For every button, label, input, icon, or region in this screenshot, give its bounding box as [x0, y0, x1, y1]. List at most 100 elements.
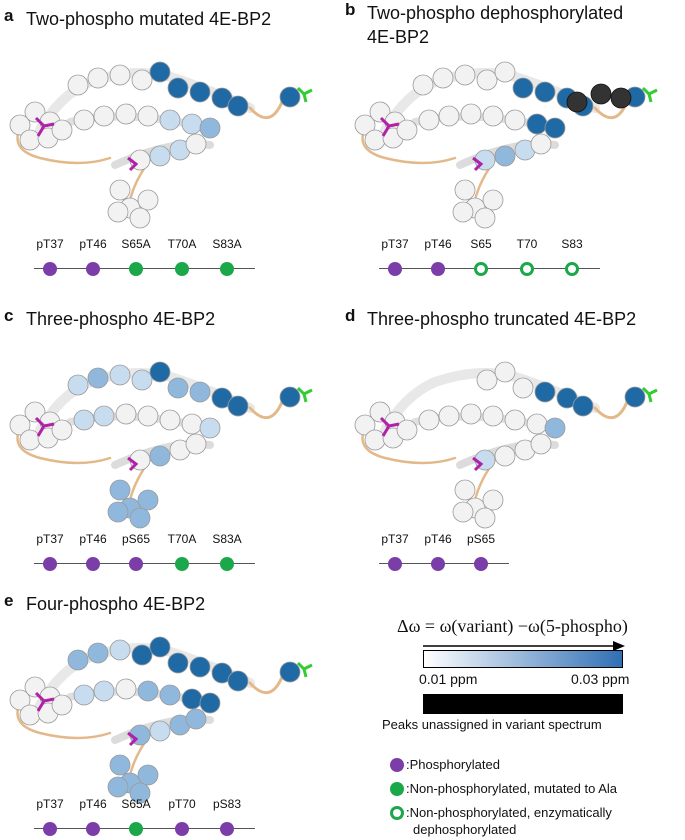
- residue-sphere: [167, 652, 189, 674]
- side-chain-stick: [34, 691, 55, 712]
- side-chain-stick: [127, 731, 139, 747]
- residue-sphere: [354, 114, 376, 136]
- residue-sphere: [438, 405, 460, 427]
- legend-dephosphorylated-label-1: :Non-phosphorylated, enzymatically: [406, 805, 612, 820]
- site-dot-phos: [43, 822, 57, 836]
- site-dot-phos: [388, 557, 402, 571]
- site-dot-phos: [43, 262, 57, 276]
- residue-sphere: [482, 189, 504, 211]
- residue-sphere: [149, 636, 171, 658]
- residue-sphere: [504, 409, 526, 431]
- residue-sphere: [51, 119, 73, 141]
- residue-sphere: [189, 81, 211, 103]
- site-label: pT37: [381, 237, 409, 251]
- backbone-ribbon: [16, 426, 112, 465]
- protein-structure: [9, 361, 313, 529]
- residue-sphere: [87, 367, 109, 389]
- protein-structure: [9, 636, 313, 804]
- site-dot-deph: [474, 262, 488, 276]
- residue-sphere: [159, 109, 181, 131]
- residue-sphere: [482, 489, 504, 511]
- legend: Δω = ω(variant) −ω(5-phospho) 0.01 ppm 0…: [345, 600, 685, 839]
- side-chain-stick: [472, 456, 484, 472]
- legend-phosphorylated-label: :Phosphorylated: [406, 757, 500, 772]
- residue-sphere: [67, 374, 89, 396]
- site-dot-deph: [565, 262, 579, 276]
- side-chain-stick: [379, 116, 400, 137]
- residue-sphere: [137, 405, 159, 427]
- residue-sphere: [279, 86, 301, 108]
- residue-sphere: [109, 179, 131, 201]
- residue-sphere: [476, 369, 498, 391]
- residue-sphere: [93, 405, 115, 427]
- residue-sphere: [185, 433, 207, 455]
- residue-sphere: [115, 103, 137, 125]
- residue-sphere: [19, 429, 41, 451]
- unassigned-bar: [423, 694, 623, 714]
- side-chain-stick: [641, 86, 658, 103]
- legend-mutated-dot: [390, 782, 404, 796]
- site-label: pT37: [36, 237, 64, 251]
- site-label: S83: [561, 237, 583, 251]
- residue-sphere: [107, 201, 129, 223]
- panel-title-line2: 4E-BP2: [367, 27, 430, 47]
- residue-sphere: [396, 419, 418, 441]
- delta-omega-equation: Δω = ω(variant) −ω(5-phospho): [397, 616, 628, 636]
- residue-sphere: [19, 129, 41, 151]
- site-label: T70A: [167, 237, 197, 251]
- residue-sphere: [109, 64, 131, 86]
- site-label: pS65: [466, 532, 496, 546]
- residue-sphere: [181, 113, 203, 135]
- side-chain-stick: [127, 456, 139, 472]
- residue-sphere: [199, 117, 221, 139]
- residue-sphere: [544, 417, 566, 439]
- side-chain-stick: [472, 156, 484, 172]
- site-dot-phos: [43, 557, 57, 571]
- site-label: pT37: [381, 532, 409, 546]
- site-label: pT37: [36, 532, 64, 546]
- residue-sphere: [24, 401, 46, 423]
- residue-sphere: [454, 179, 476, 201]
- residue-sphere: [227, 670, 249, 692]
- panel-letter: a: [4, 6, 14, 25]
- residue-sphere: [137, 105, 159, 127]
- side-chain-stick: [34, 416, 55, 437]
- residue-sphere: [109, 639, 131, 661]
- residue-sphere: [460, 403, 482, 425]
- residue-sphere: [530, 133, 552, 155]
- residue-sphere: [452, 501, 474, 523]
- residue-sphere: [227, 95, 249, 117]
- residue-sphere: [494, 61, 516, 83]
- residue-sphere: [494, 145, 516, 167]
- site-dot-phos: [388, 262, 402, 276]
- site-dot-deph: [520, 262, 534, 276]
- residue-sphere: [452, 201, 474, 223]
- residue-sphere: [137, 189, 159, 211]
- residue-sphere: [369, 101, 391, 123]
- site-dot-phos: [474, 557, 488, 571]
- side-chain-stick: [296, 661, 313, 678]
- residue-sphere: [131, 369, 153, 391]
- site-dot-mut: [220, 262, 234, 276]
- residue-sphere: [512, 77, 534, 99]
- residue-sphere: [412, 74, 434, 96]
- residue-sphere: [149, 61, 171, 83]
- sequence-line: [379, 268, 600, 269]
- residue-sphere: [67, 74, 89, 96]
- site-dot-phos: [431, 557, 445, 571]
- residue-sphere: [87, 642, 109, 664]
- site-label: S65A: [121, 797, 151, 811]
- residue-sphere: [129, 782, 151, 804]
- residue-sphere: [149, 445, 171, 467]
- unassigned-residue-sphere: [590, 83, 612, 105]
- backbone-ribbon: [248, 400, 284, 419]
- scale-max-label: 0.03 ppm: [571, 671, 630, 687]
- site-dot-phos: [175, 822, 189, 836]
- residue-sphere: [131, 644, 153, 666]
- residue-sphere: [534, 381, 556, 403]
- side-chain-stick: [641, 386, 658, 403]
- residue-sphere: [494, 445, 516, 467]
